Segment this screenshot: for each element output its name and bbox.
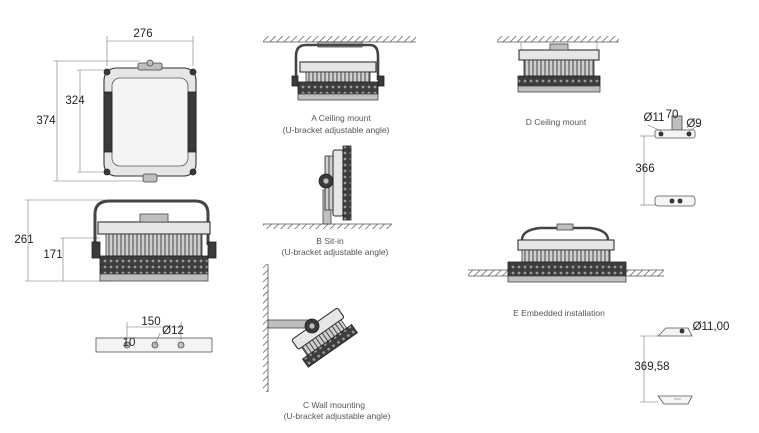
ceiling-mount-a-drawing [263,36,416,101]
dim-ceiling-hole-a: Ø11 [644,112,665,124]
side-view-drawing [25,199,217,282]
wall-mounting-c-drawing [263,264,358,392]
caption-b-subtitle: (U-bracket adjustable angle) [282,247,389,257]
caption-c-title: C Wall mounting [303,400,365,410]
dim-ceiling-width: 70 [666,109,679,121]
ceiling-bracket-drawing [640,115,700,207]
dim-height-324: 324 [65,95,85,107]
dim-height-261: 261 [14,234,33,246]
dim-base-150: 150 [141,316,160,328]
dim-base-10: 10 [123,337,136,349]
dim-ceiling-spacing: 366 [635,163,654,175]
sit-in-b-drawing [263,145,392,229]
embedded-bracket-drawing [640,325,705,405]
dim-embedded-spacing: 369,58 [634,361,669,373]
dim-width-276: 276 [133,28,152,40]
caption-e-title: E Embedded installation [513,308,605,318]
dim-height-374: 374 [36,115,56,127]
dim-ceiling-hole-b: Ø9 [686,118,701,130]
dim-base-hole: Ø12 [162,325,184,337]
caption-a-subtitle: (U-bracket adjustable angle) [283,125,390,135]
caption-b-title: B Sit-in [316,236,344,246]
ceiling-mount-d-drawing [497,36,619,93]
caption-d-title: D Ceiling mount [526,117,587,127]
caption-c-subtitle: (U-bracket adjustable angle) [284,411,391,421]
dim-embedded-hole: Ø11,00 [693,321,730,333]
dim-height-171: 171 [43,249,62,261]
base-bracket-drawing [95,322,213,353]
caption-a-title: A Ceiling mount [311,113,371,123]
front-view-drawing [53,36,197,183]
embedded-e-drawing [468,223,664,283]
